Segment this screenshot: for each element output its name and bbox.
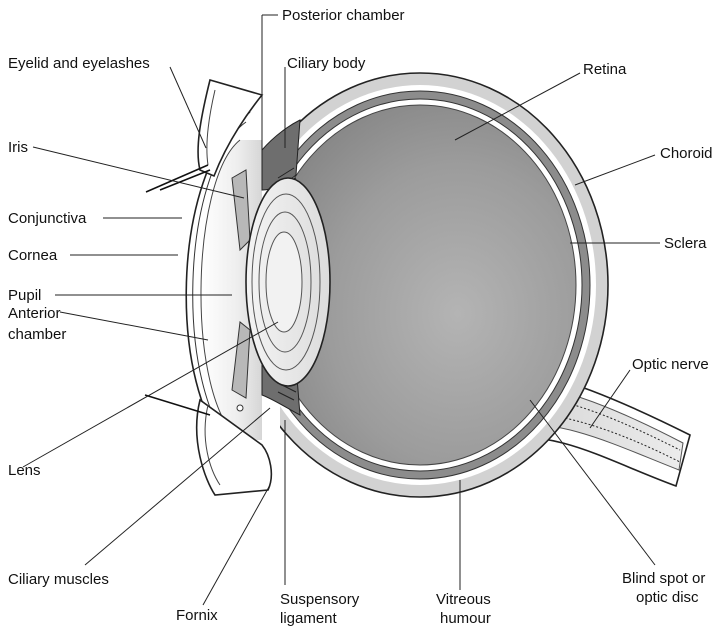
label-conjunctiva: Conjunctiva: [8, 210, 87, 227]
label-posterior-chamber: Posterior chamber: [282, 7, 405, 24]
label-ciliary-muscles: Ciliary muscles: [8, 571, 109, 588]
label-suspensory-ligament-line2: ligament: [280, 610, 338, 627]
lens-shape: [246, 178, 330, 386]
label-vitreous-humour-line2: humour: [440, 610, 491, 627]
label-lens: Lens: [8, 462, 41, 479]
label-ciliary-body: Ciliary body: [287, 55, 366, 72]
label-anterior-chamber-line2: chamber: [8, 326, 66, 343]
label-blind-spot-line2: optic disc: [636, 589, 699, 606]
label-choroid: Choroid: [660, 145, 713, 162]
label-fornix: Fornix: [176, 607, 218, 624]
label-iris: Iris: [8, 139, 28, 156]
label-suspensory-ligament-line1: Suspensory: [280, 591, 360, 608]
label-eyelid: Eyelid and eyelashes: [8, 55, 150, 72]
label-pupil: Pupil: [8, 287, 41, 304]
label-retina: Retina: [583, 61, 627, 78]
label-blind-spot-line1: Blind spot or: [622, 570, 705, 587]
label-vitreous-humour-line1: Vitreous: [436, 591, 491, 608]
label-cornea: Cornea: [8, 247, 58, 264]
label-optic-nerve: Optic nerve: [632, 356, 709, 373]
label-anterior-chamber-line1: Anterior: [8, 305, 61, 322]
label-sclera: Sclera: [664, 235, 707, 252]
